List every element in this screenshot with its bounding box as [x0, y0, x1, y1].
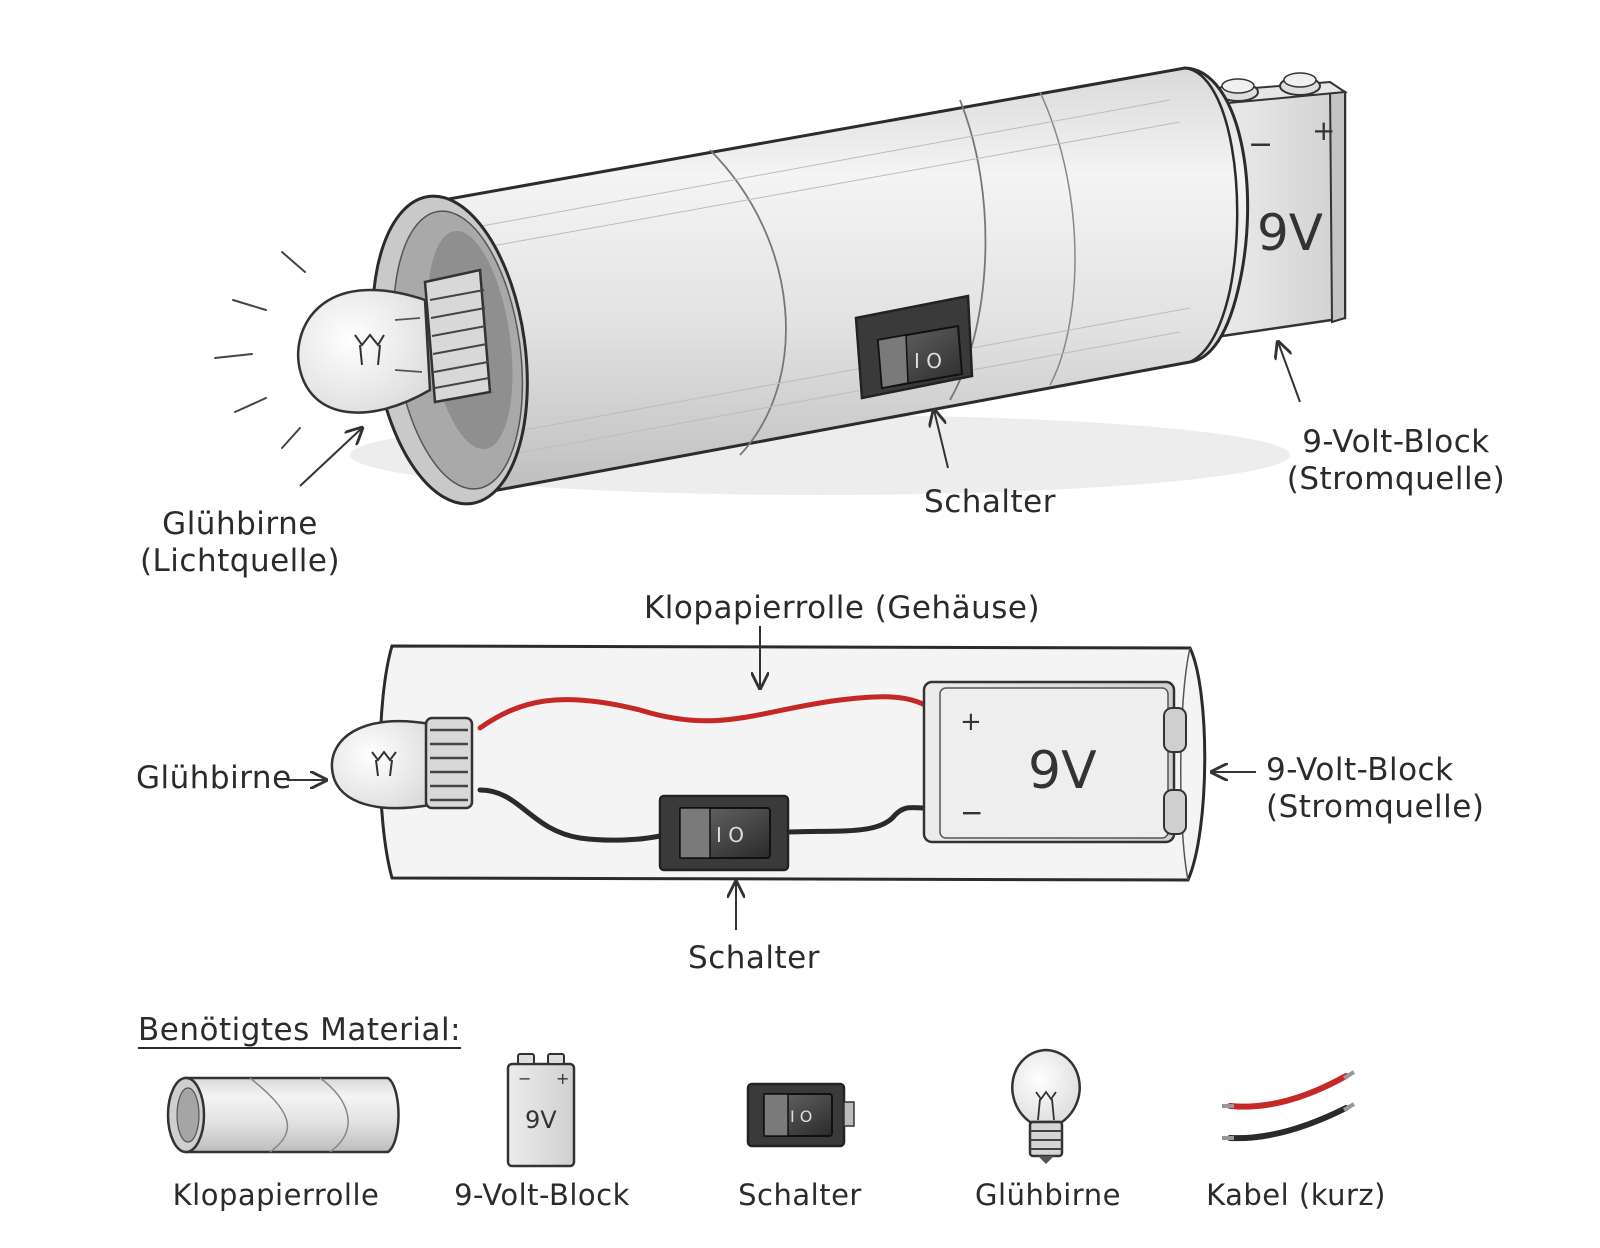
negative-wire-bulb	[477, 787, 663, 843]
top-battery-label-line1: 9-Volt-Block	[1302, 424, 1490, 460]
housing-label: Klopapierrolle (Gehäuse)	[643, 590, 1041, 626]
schematic-switch: I O	[658, 794, 790, 872]
schematic-bulb-label: Glühbirne	[136, 760, 292, 796]
switch-icon: I O	[746, 1082, 855, 1148]
negative-wire-battery	[787, 805, 928, 835]
schematic-battery-minus: −	[960, 796, 983, 829]
top-switch-label: Schalter	[924, 484, 1056, 520]
battery-icon-minus: −	[518, 1069, 531, 1088]
material-label-battery: 9-Volt-Block	[454, 1178, 630, 1212]
battery-voltage-text: 9V	[1257, 204, 1323, 262]
material-label-bulb: Glühbirne	[975, 1178, 1121, 1212]
roll-icon	[166, 1076, 400, 1154]
material-label-switch: Schalter	[738, 1178, 862, 1212]
battery-icon-voltage: 9V	[525, 1106, 557, 1134]
bulb-3d	[214, 251, 492, 449]
schematic-battery-label-line2: (Stromquelle)	[1266, 788, 1485, 825]
cable-icon	[1222, 1070, 1356, 1142]
material-label-roll: Klopapierrolle	[172, 1178, 380, 1212]
schematic-view: I O + − 9V	[287, 626, 1256, 930]
schematic-battery-voltage: 9V	[1028, 741, 1097, 801]
switch-icon-marks: I O	[790, 1107, 812, 1126]
material-label-cable: Kabel (kurz)	[1206, 1178, 1386, 1212]
flashlight-3d: − + 9V	[214, 66, 1348, 506]
battery-minus-sign: −	[1248, 127, 1273, 162]
bulb-arrow	[299, 428, 362, 487]
switch-3d: I O	[854, 294, 974, 400]
top-bulb-label-line1: Glühbirne	[162, 506, 318, 542]
top-bulb-label: Glühbirne (Lichtquelle)	[140, 506, 340, 579]
positive-wire	[477, 694, 928, 731]
top-battery-label-line2: (Stromquelle)	[1286, 460, 1506, 497]
schematic-battery-label: 9-Volt-Block (Stromquelle)	[1266, 752, 1484, 825]
battery-icon: − + 9V	[506, 1053, 576, 1168]
battery-3d: − + 9V	[1201, 72, 1348, 338]
switch-arrow	[934, 410, 949, 469]
schematic-switch-marks: I O	[716, 823, 744, 847]
materials-icons: − + 9V I O	[166, 1048, 1356, 1168]
bulb-icon	[1011, 1048, 1081, 1164]
schematic-switch-label: Schalter	[688, 940, 820, 976]
schematic-bulb	[330, 716, 474, 810]
top-battery-label: 9-Volt-Block (Stromquelle)	[1287, 424, 1505, 497]
battery-arrow	[1278, 342, 1301, 403]
top-bulb-label-line2: (Lichtquelle)	[139, 542, 341, 579]
schematic-battery-plus: +	[960, 707, 982, 737]
schematic-battery: + − 9V	[922, 680, 1187, 844]
switch-marks-text: I O	[914, 349, 942, 373]
materials-heading: Benötigtes Material:	[138, 1012, 462, 1048]
schematic-battery-label-line1: 9-Volt-Block	[1266, 752, 1454, 788]
battery-icon-plus: +	[556, 1069, 569, 1088]
battery-plus-sign: +	[1312, 114, 1335, 147]
